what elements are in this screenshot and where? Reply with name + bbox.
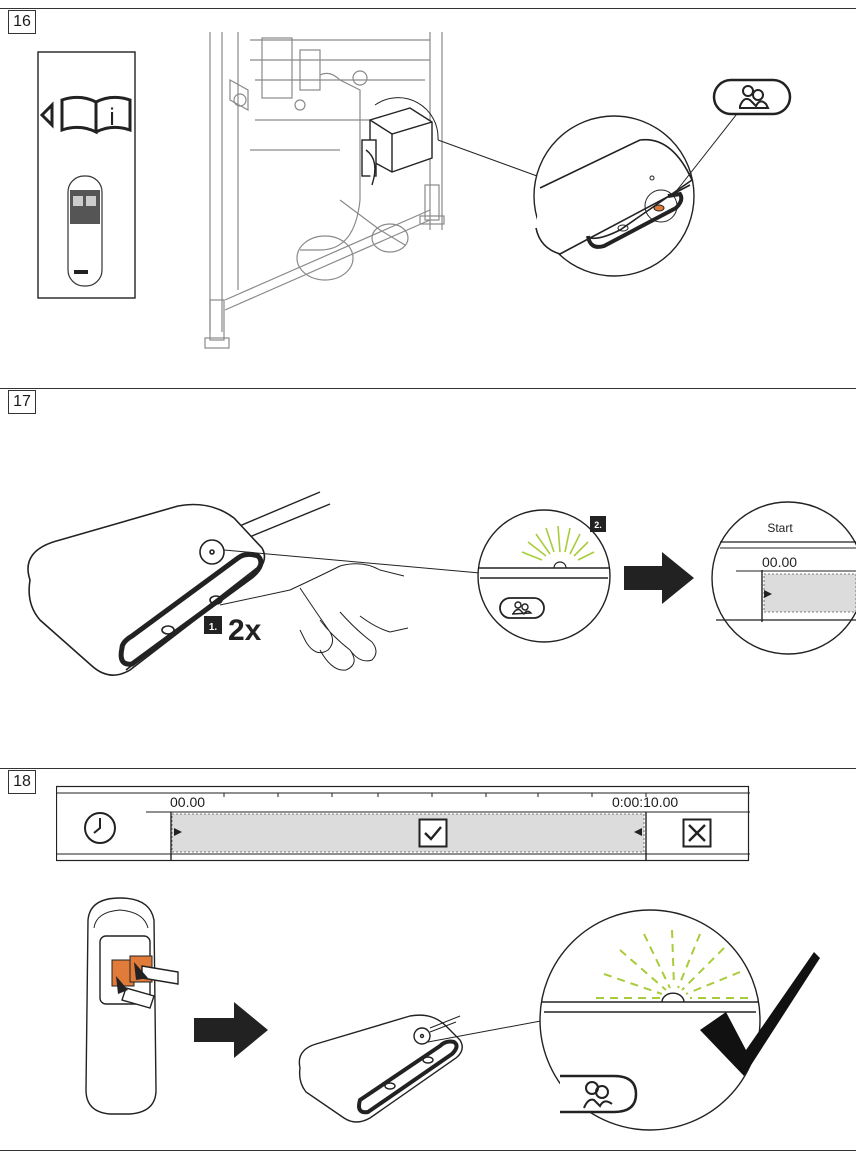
arrow-right-icon (194, 1002, 268, 1058)
step-number-16: 16 (8, 10, 36, 34)
control-unit (361, 107, 433, 186)
pressing-hand (219, 563, 409, 671)
timer-value: 00.00 (762, 554, 797, 570)
clock-icon (84, 812, 116, 844)
press-count-label: 2x (228, 614, 262, 647)
step-number-18: 18 (8, 770, 36, 794)
bottom-divider (0, 1150, 856, 1151)
remote-control-icon (67, 175, 103, 287)
svg-text:i: i (109, 104, 114, 131)
step-number-17: 17 (8, 390, 36, 414)
timeline-bar (56, 785, 750, 862)
flush-plate (27, 503, 266, 676)
step-badge-1: 1. (209, 622, 218, 633)
section-divider-18 (0, 768, 856, 769)
arrow-right-icon (624, 552, 694, 604)
check-icon[interactable] (418, 818, 448, 848)
step16-illustration: i (37, 32, 792, 349)
step18-illustration (85, 897, 820, 1131)
section-divider-16 (0, 8, 856, 9)
timeline-end-label: 0:00:10.00 (612, 794, 679, 810)
section-divider-17 (0, 388, 856, 389)
timer-heading: Start (767, 521, 793, 535)
step17-illustration: 1. 2x 2. Start 00.00 (27, 491, 856, 676)
step-badge-2: 2. (594, 520, 602, 530)
remote-control-icon (85, 897, 179, 1115)
signal-rays (596, 929, 748, 999)
user-group-button-icon (499, 597, 545, 619)
checkmark-icon (700, 952, 820, 1076)
signal-rays (521, 525, 595, 561)
user-group-button-icon (560, 1074, 638, 1114)
cancel-icon[interactable] (682, 818, 712, 848)
installation-frame (204, 32, 445, 349)
manual-info-icon: i (39, 95, 132, 135)
zoomed-flush-plate (535, 138, 694, 255)
flush-plate (298, 1014, 463, 1123)
timeline-start-label: 00.00 (170, 794, 206, 810)
user-group-button-icon (712, 78, 792, 116)
